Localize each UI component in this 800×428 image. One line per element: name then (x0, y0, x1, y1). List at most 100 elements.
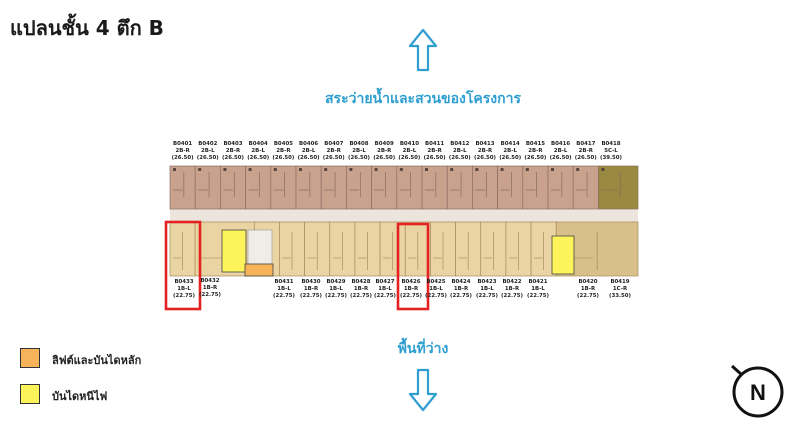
unit-type: 1B-L (480, 286, 494, 292)
unit-id: B0407 (324, 141, 344, 147)
north-unit-B0416 (547, 165, 574, 210)
north-unit-window-mark (273, 168, 277, 171)
unit-type: 2B-R (377, 148, 392, 154)
north-unit-window-mark (399, 168, 403, 171)
unit-id: B0409 (374, 141, 394, 147)
north-unit-B0418 (598, 165, 639, 210)
open-space-label: พื้นที่ว่าง (397, 341, 449, 357)
north-unit-B0409 (371, 165, 398, 210)
unit-type: 1C-R (612, 286, 628, 292)
unit-area: (22.75) (350, 293, 372, 299)
north-unit-B0412 (446, 165, 473, 210)
north-unit-window-mark (299, 168, 302, 171)
unit-area: (39.50) (600, 155, 622, 161)
unit-type: 1B-L (531, 286, 545, 292)
north-unit-window-mark (248, 168, 252, 171)
unit-area: (26.50) (222, 155, 244, 161)
unit-type: 1B-R (353, 286, 369, 292)
unit-type: 1B-L (277, 286, 291, 292)
unit-id: B0423 (477, 279, 497, 285)
north-unit-window-mark (475, 168, 479, 171)
unit-area: (22.75) (527, 293, 549, 299)
unit-id: B0433 (174, 279, 194, 285)
unit-type: 2B-L (503, 148, 517, 154)
unit-type: 1B-R (504, 286, 520, 292)
unit-id: B0415 (525, 141, 545, 147)
unit-type: 1B-R (202, 285, 218, 291)
unit-id: B0429 (326, 279, 346, 285)
unit-id: B0404 (248, 141, 268, 147)
unit-area: (26.50) (297, 155, 320, 161)
pool-garden-label: สระว่ายน้ำและสวนของโครงการ (325, 91, 521, 107)
north-unit-window-mark (349, 168, 353, 171)
unit-id: B0431 (274, 279, 294, 285)
unit-area: (26.50) (247, 155, 270, 161)
legend-swatch-fire-escape (20, 384, 40, 404)
unit-type: 2B-L (553, 148, 568, 154)
unit-area: (22.75) (374, 293, 396, 299)
north-unit-B0405 (270, 165, 297, 210)
unit-type: 2B-R (528, 148, 543, 154)
fire-escape-east (551, 235, 575, 275)
unit-id: B0403 (223, 141, 243, 147)
north-unit-window-mark (374, 168, 378, 171)
north-unit-B0415 (522, 165, 549, 210)
unit-id: B0427 (375, 279, 395, 285)
unit-type: 2B-R (175, 148, 190, 154)
unit-id: B0425 (426, 279, 446, 285)
north-unit-B0407 (320, 165, 347, 210)
unit-type: 2B-R (276, 148, 291, 154)
north-unit-window-mark (601, 168, 605, 171)
unit-type: 2B-L (453, 148, 467, 154)
arrow-up-icon (408, 28, 438, 72)
unit-area: (22.75) (400, 293, 422, 299)
north-unit-B0401 (169, 165, 196, 210)
north-unit-B0406 (295, 165, 322, 210)
unit-area: (26.50) (549, 155, 572, 161)
unit-type: 2B-R (578, 148, 593, 154)
unit-id: B0414 (500, 141, 520, 147)
unit-area: (26.50) (398, 155, 421, 161)
unit-id: B0413 (475, 141, 495, 147)
north-unit-window-mark (198, 168, 202, 171)
north-unit-B0411 (421, 165, 448, 210)
compass-north-icon: N (730, 364, 784, 418)
unit-area: (26.50) (524, 155, 547, 161)
unit-type: 1B-L (429, 286, 443, 292)
north-unit-B0410 (396, 165, 423, 210)
unit-id: B0416 (551, 141, 571, 147)
unit-area: (22.75) (425, 293, 447, 299)
unit-area: (26.50) (574, 155, 597, 161)
unit-id: B0410 (399, 141, 419, 147)
unit-type: 1B-R (403, 286, 419, 292)
unit-type: 1B-L (177, 286, 191, 292)
unit-type: 2B-L (402, 148, 417, 154)
unit-id: B0406 (299, 141, 319, 147)
unit-area: (26.50) (423, 155, 446, 161)
unit-area: (26.50) (499, 155, 522, 161)
unit-area: (26.50) (171, 155, 194, 161)
unit-area: (22.75) (476, 293, 498, 299)
unit-area: (22.75) (450, 293, 472, 299)
north-unit-B0413 (472, 165, 498, 210)
unit-id: B0402 (198, 141, 218, 147)
unit-id: B0422 (502, 279, 522, 285)
north-unit-window-mark (500, 168, 504, 171)
